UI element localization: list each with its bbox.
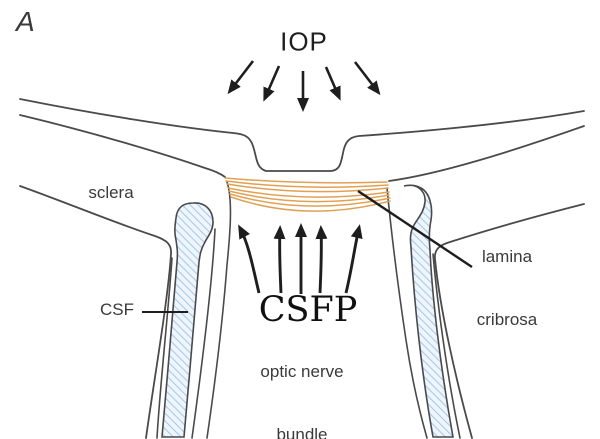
csfp-arrow [238, 224, 261, 294]
iop-arrow [353, 61, 381, 96]
left-dura-inner-line [156, 257, 173, 439]
panel-label: A [16, 6, 35, 37]
right-nerve-edge-line [386, 187, 428, 439]
lamina-fiber [224, 177, 388, 184]
left-pia-line [191, 228, 216, 439]
inner-surface-with-cup-line [19, 98, 585, 172]
optic-nerve-bundle-label: optic nerve bundle [260, 319, 343, 439]
iop-arrow [324, 66, 341, 101]
lamina-fiber [225, 180, 389, 188]
right-outer-sclera-dura-line [434, 203, 585, 439]
iop-arrows [227, 60, 381, 112]
sclera-outlines [19, 98, 585, 439]
pointer-lines [142, 190, 473, 313]
csfp-arrow [273, 225, 286, 294]
lamina-pointer-line [357, 190, 473, 268]
lamina-fiber [227, 187, 390, 198]
left-csf-space [161, 202, 214, 438]
left-inner-sclera-line [19, 114, 226, 178]
left-nerve-edge-line [206, 181, 232, 439]
optic-nerve-bundle-label-line2: bundle [276, 425, 328, 439]
csfp-label: CSFP [258, 290, 358, 330]
right-csf-space [403, 184, 454, 438]
csfp-arrow [344, 224, 363, 294]
csfp-arrows [238, 223, 363, 294]
iop-label: IOP [280, 26, 328, 57]
csfp-arrow [315, 225, 328, 294]
sclera-label: sclera [88, 183, 134, 202]
lamina-cribrosa-fibers [224, 177, 391, 212]
csf-spaces [161, 184, 454, 438]
optic-nerve-bundle-label-line1: optic nerve [260, 362, 344, 381]
lamina-cribrosa-label-line1: lamina [481, 247, 533, 266]
lamina-fiber [230, 196, 391, 212]
csf-label: CSF [100, 300, 134, 319]
iop-arrow [227, 60, 255, 95]
right-dura-inner-line [432, 253, 461, 439]
lamina-fiber [226, 183, 389, 193]
left-outer-sclera-dura-line [19, 185, 172, 439]
lamina-cribrosa-label: lamina cribrosa [477, 204, 537, 372]
lamina-fiber [229, 193, 391, 207]
right-inner-sclera-line [388, 125, 585, 182]
iop-arrow [263, 65, 281, 102]
lamina-cribrosa-label-line2: cribrosa [476, 310, 538, 329]
